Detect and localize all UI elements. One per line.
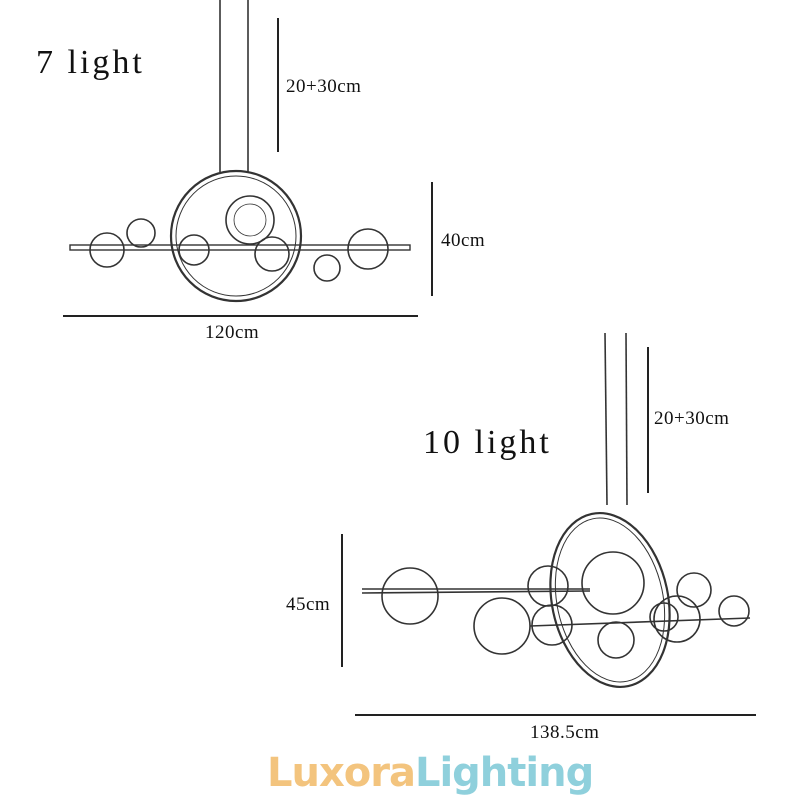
seven-light-drawing — [69, 0, 411, 303]
ten-light-title: 10 light — [423, 424, 552, 461]
ten-light-drawing — [361, 332, 751, 689]
seven-light-drop-label: 20+30cm — [286, 76, 362, 97]
ten-light-dimensions — [341, 347, 756, 716]
logo-part-lighting: Lighting — [414, 750, 594, 796]
seven-light-height-label: 40cm — [441, 230, 486, 251]
ten-light-height-label: 45cm — [286, 594, 331, 615]
seven-light-dimensions — [63, 18, 433, 317]
ten-light-drop-label: 20+30cm — [654, 408, 730, 429]
ten-light-width-label: 138.5cm — [530, 722, 600, 743]
seven-light-width-label: 120cm — [205, 322, 260, 343]
logo-part-luxora: Luxora — [267, 750, 416, 796]
seven-light-title: 7 light — [36, 44, 145, 81]
brand-logo: LuxoraLighting — [267, 750, 594, 796]
